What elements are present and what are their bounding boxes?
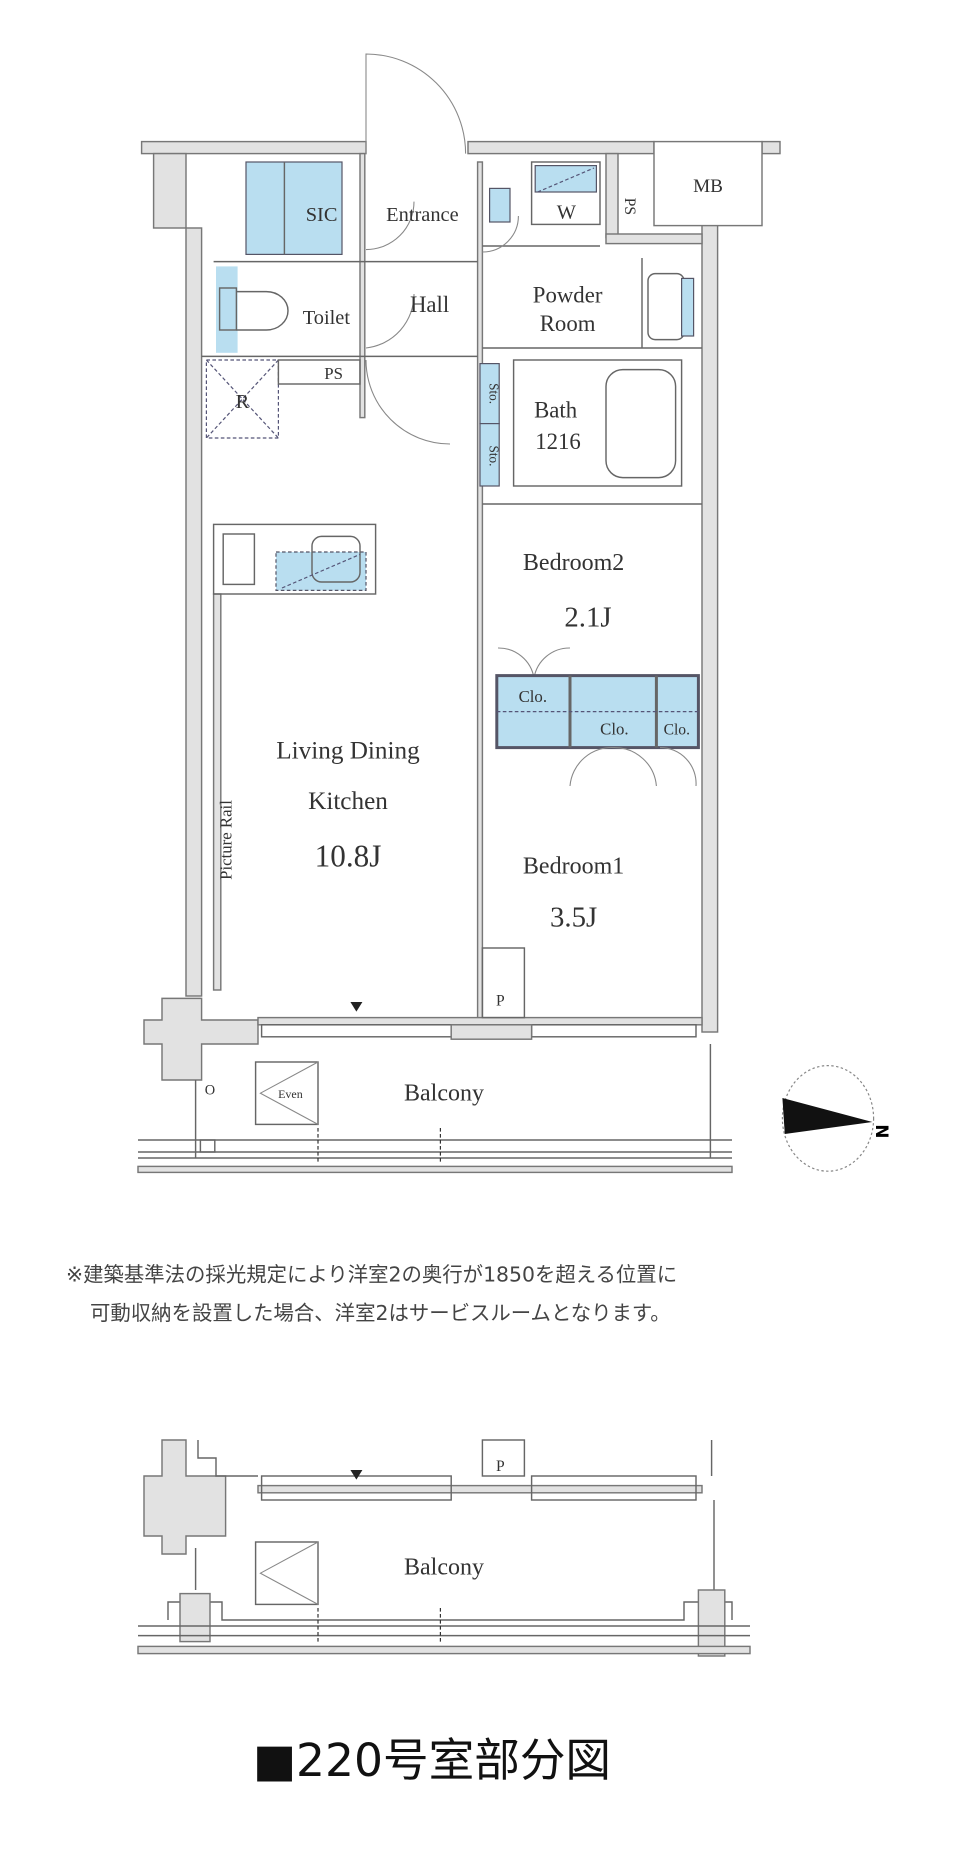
label-balcony: Balcony (404, 1080, 484, 1106)
svg-text:Clo.: Clo. (664, 721, 690, 738)
label-toilet: Toilet (303, 307, 351, 329)
label-mb: MB (693, 176, 723, 197)
partial-label-p: P (496, 1458, 505, 1475)
label-bedroom1-size: 3.5J (550, 901, 597, 933)
label-ps-mid: PS (324, 364, 343, 383)
sic-closet: SIC (245, 161, 343, 255)
label-p: P (496, 993, 505, 1010)
svg-text:O: O (205, 1082, 215, 1098)
bathroom: Bath 1216 (512, 359, 683, 487)
label-bath-size: 1216 (535, 429, 581, 454)
label-bath: Bath (534, 398, 578, 423)
washer-space: W (530, 161, 601, 226)
closets: Clo. Clo. Clo. (495, 647, 700, 787)
label-bedroom2-size: 2.1J (564, 601, 611, 633)
north-arrow-icon (782, 1098, 873, 1134)
partial-label-balcony: Balcony (404, 1554, 484, 1580)
kitchen-counter (212, 523, 377, 595)
entry-marker-icon (350, 1002, 363, 1012)
svg-text:Sto.: Sto. (487, 383, 502, 404)
compass-north-label: N (872, 1124, 892, 1138)
svg-text:Sto.: Sto. (487, 446, 502, 467)
label-bedroom1: Bedroom1 (523, 854, 624, 880)
label-w: W (557, 201, 577, 223)
label-ldk-size: 10.8J (315, 838, 382, 873)
label-evacuation-hatch: Even (278, 1087, 303, 1101)
page-title: ■220号室部分図 (253, 1734, 611, 1787)
toilet: Toilet (216, 266, 351, 353)
refrigerator-space: R (205, 359, 279, 439)
label-ldk: Living Dining (276, 737, 420, 764)
partial-entry-marker-icon (350, 1470, 363, 1480)
svg-text:Clo.: Clo. (519, 687, 547, 706)
note-line-1: ※建築基準法の採光規定により洋室2の奥行が1850を超える位置に (66, 1263, 677, 1287)
balcony: O Even Balcony (137, 1044, 733, 1174)
label-kitchen: Kitchen (308, 788, 388, 815)
partial-plan: P Balcony (137, 1439, 751, 1657)
label-entrance: Entrance (386, 204, 458, 226)
label-r: R (236, 391, 250, 413)
label-bedroom2: Bedroom2 (523, 550, 624, 576)
entrance-door[interactable] (365, 53, 467, 154)
label-ps-top: PS (621, 198, 638, 215)
label-powder-room: Room (540, 311, 596, 336)
compass: N (781, 1064, 892, 1172)
note-line-2: 可動収納を設置した場合、洋室2はサービスルームとなります。 (90, 1301, 671, 1325)
shoe-cabinet (488, 187, 511, 223)
label-hall: Hall (410, 292, 449, 317)
label-sic: SIC (306, 204, 338, 226)
storage: Sto. Sto. (479, 362, 502, 487)
label-picture-rail: Picture Rail (217, 800, 236, 880)
walls (140, 140, 781, 1081)
column-top-left (152, 152, 187, 229)
label-powder: Powder (533, 282, 603, 307)
column-bottom-left (143, 997, 259, 1081)
svg-text:Clo.: Clo. (600, 719, 628, 738)
